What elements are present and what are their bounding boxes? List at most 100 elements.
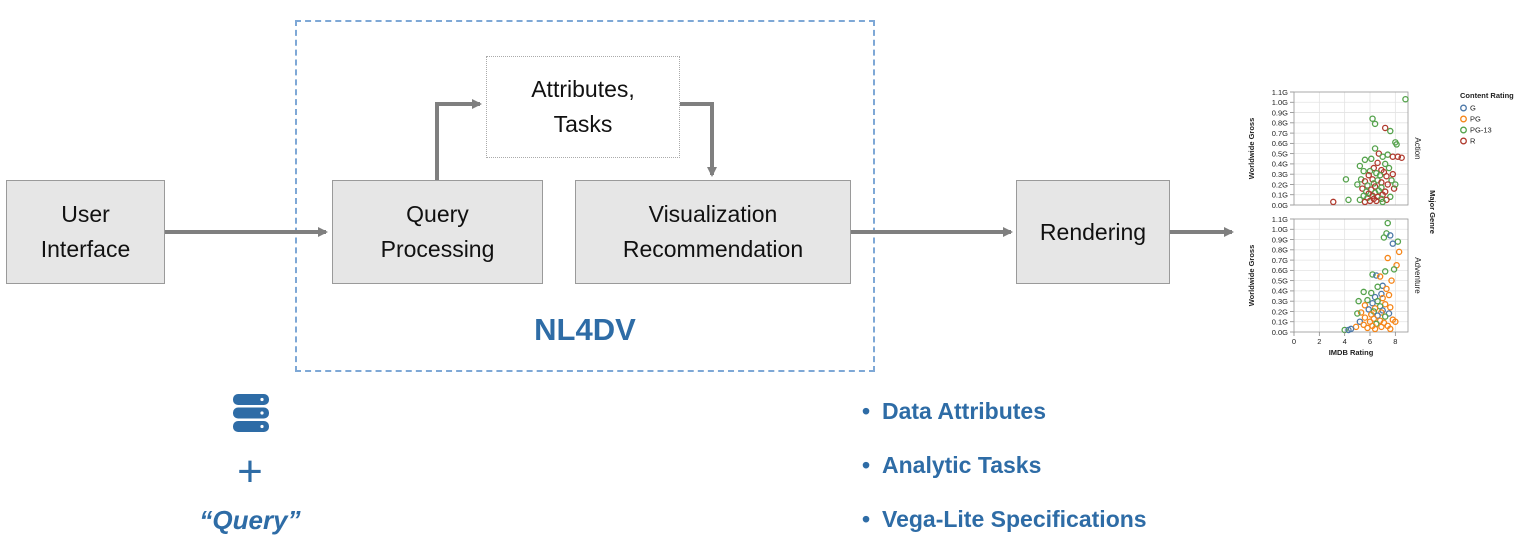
y-tick-label: 0.7G — [1272, 256, 1288, 265]
y-tick-label: 0.3G — [1272, 297, 1288, 306]
y-tick-label: 0.8G — [1272, 246, 1288, 255]
data-point — [1384, 219, 1391, 227]
output-item: •Analytic Tasks — [862, 452, 1042, 478]
y-tick-label: 0.1G — [1272, 318, 1288, 327]
y-tick-label: 0.2G — [1272, 180, 1288, 189]
data-point — [1345, 196, 1352, 204]
y-tick-label: 1.0G — [1272, 225, 1288, 234]
y-tick-label: 0.1G — [1272, 191, 1288, 200]
data-point — [1385, 164, 1393, 172]
data-point — [1330, 198, 1337, 206]
data-point — [1392, 318, 1399, 325]
facet-label: Action — [1413, 137, 1422, 159]
data-point — [1387, 127, 1394, 135]
data-point — [1379, 294, 1386, 302]
data-point — [1368, 155, 1375, 163]
query-label: “Query” — [199, 505, 301, 535]
data-point — [1364, 324, 1371, 332]
data-point — [1361, 302, 1369, 309]
y-tick-label: 1.1G — [1272, 215, 1288, 224]
data-point — [1388, 177, 1395, 184]
legend-label: R — [1470, 137, 1476, 146]
data-point — [1381, 313, 1389, 320]
vis-rec-line1: Visualization — [648, 201, 778, 227]
data-point — [1360, 167, 1367, 175]
data-point — [1392, 181, 1399, 188]
data-point — [1370, 180, 1378, 187]
attributes-tasks-line2: Tasks — [553, 111, 613, 137]
nl4dv-label: NL4DV — [534, 312, 636, 347]
data-point — [1378, 309, 1385, 316]
data-point — [1379, 198, 1386, 206]
data-point — [1385, 291, 1393, 299]
data-point — [1393, 141, 1400, 148]
y-tick-label: 0.8G — [1272, 119, 1288, 128]
nl4dv-frame — [295, 20, 875, 372]
data-point — [1371, 183, 1379, 190]
data-point — [1356, 196, 1364, 204]
data-point — [1374, 283, 1381, 291]
scatter-chart: 0.0G0.1G0.2G0.3G0.4G0.5G0.6G0.7G0.8G0.9G… — [1247, 88, 1514, 357]
data-point — [1371, 145, 1379, 152]
data-point — [1356, 162, 1364, 170]
x-tick-label: 6 — [1368, 337, 1372, 346]
y-tick-label: 0.3G — [1272, 170, 1288, 179]
data-point — [1402, 95, 1409, 103]
legend-symbol — [1460, 115, 1467, 123]
rendering-box: Rendering — [1016, 180, 1170, 284]
data-point — [1383, 285, 1390, 293]
data-point — [1385, 310, 1393, 317]
data-point — [1376, 171, 1384, 179]
facet-frame — [1293, 91, 1409, 206]
data-point — [1371, 120, 1379, 128]
legend-symbol — [1460, 104, 1467, 112]
y-axis-label: Worldwide Gross — [1247, 245, 1256, 307]
data-point — [1345, 326, 1352, 334]
legend-label: PG — [1470, 115, 1481, 124]
data-point — [1387, 325, 1394, 333]
output-vega-lite-specs: Vega-Lite Specifications — [882, 506, 1147, 532]
legend-label: G — [1470, 104, 1476, 113]
x-tick-label: 4 — [1343, 337, 1347, 346]
attributes-tasks-line1: Attributes, — [531, 76, 635, 102]
arrow-attributes-to-vis — [680, 102, 717, 177]
rendering-label: Rendering — [1039, 218, 1147, 245]
data-point — [1368, 289, 1375, 297]
data-point — [1369, 299, 1376, 307]
data-point — [1352, 323, 1360, 331]
data-point — [1380, 234, 1388, 241]
data-point — [1389, 240, 1397, 247]
data-point — [1374, 159, 1381, 167]
y-tick-label: 0.5G — [1272, 276, 1288, 285]
output-list: •Data Attributes •Analytic Tasks •Vega-L… — [862, 394, 1147, 556]
y-tick-label: 0.2G — [1272, 307, 1288, 316]
user-interface-line1: User — [61, 201, 110, 227]
query-processing-line2: Processing — [380, 236, 495, 262]
y-axis-label: Worldwide Gross — [1247, 118, 1256, 180]
y-tick-label: 0.0G — [1272, 201, 1288, 210]
y-tick-label: 1.0G — [1272, 98, 1288, 107]
data-point — [1365, 171, 1372, 179]
legend-symbol — [1460, 126, 1467, 134]
output-item: •Data Attributes — [862, 398, 1046, 424]
data-point — [1378, 323, 1385, 331]
data-point — [1356, 318, 1364, 325]
data-point — [1381, 301, 1389, 308]
y-tick-label: 0.9G — [1272, 235, 1288, 244]
query-processing-box: Query Processing — [332, 180, 543, 284]
y-tick-label: 0.5G — [1272, 149, 1288, 158]
visualization-recommendation-box: Visualization Recommendation — [575, 180, 851, 284]
data-point — [1384, 151, 1391, 158]
x-tick-label: 8 — [1393, 337, 1397, 346]
data-point — [1395, 248, 1403, 256]
data-point — [1387, 193, 1394, 201]
data-point — [1388, 277, 1395, 284]
data-point — [1373, 197, 1380, 205]
y-tick-label: 0.6G — [1272, 139, 1288, 148]
data-point — [1369, 271, 1376, 278]
data-point — [1373, 272, 1380, 279]
data-point — [1381, 124, 1389, 132]
y-tick-label: 0.9G — [1272, 108, 1288, 117]
data-point — [1371, 325, 1379, 333]
